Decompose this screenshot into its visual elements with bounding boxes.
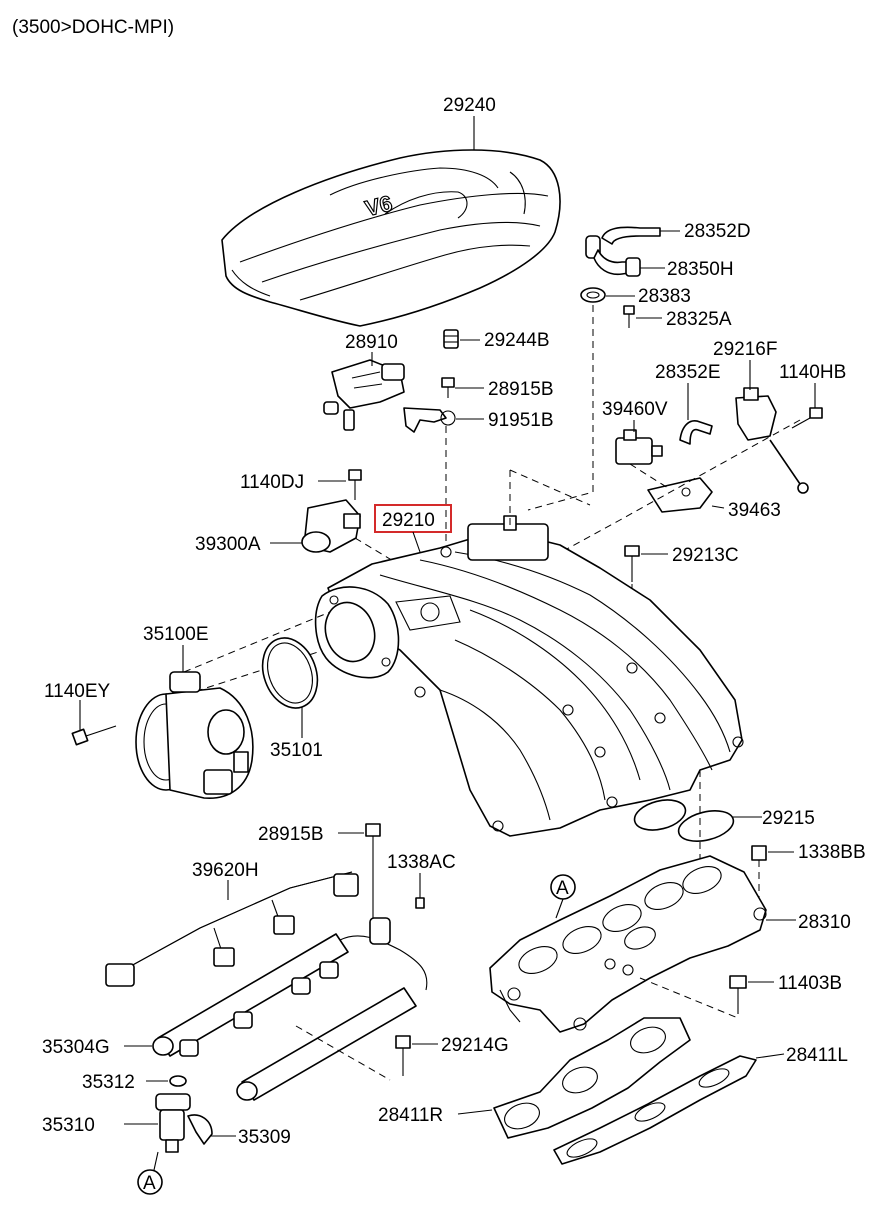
- lower-intake-manifold[interactable]: [489, 855, 767, 1033]
- bolt-29214G[interactable]: [395, 1035, 411, 1076]
- small-bolt[interactable]: [623, 305, 635, 328]
- label-35304G: 35304G: [42, 1037, 110, 1058]
- o-ring[interactable]: [169, 1075, 187, 1087]
- map-sensor[interactable]: [301, 499, 361, 553]
- bolt-1140DJ[interactable]: [348, 469, 362, 500]
- label-39620H: 39620H: [192, 860, 259, 881]
- pcv-hose[interactable]: [593, 249, 641, 277]
- label-29216F: 29216F: [713, 339, 777, 360]
- label-28910: 28910: [345, 332, 398, 353]
- injector-clip[interactable]: [187, 1114, 213, 1145]
- solenoid-bracket[interactable]: [403, 407, 456, 433]
- label-35309: 35309: [238, 1127, 291, 1148]
- purge-control-solenoid[interactable]: [323, 359, 405, 431]
- throttle-body[interactable]: [135, 671, 254, 799]
- lower-gasket-left[interactable]: [553, 1055, 757, 1165]
- label-28411L: 28411L: [786, 1045, 848, 1066]
- throttle-gasket[interactable]: [253, 630, 326, 715]
- label-35312: 35312: [82, 1072, 135, 1093]
- label-39463: 39463: [728, 500, 781, 521]
- throttle-flange[interactable]: [314, 586, 400, 679]
- label-28915B-low: 28915B: [258, 824, 324, 845]
- label-29214G: 29214G: [441, 1035, 509, 1056]
- hose-clamp[interactable]: [580, 287, 606, 303]
- bolt-29213C[interactable]: [624, 545, 640, 582]
- variable-intake-actuator[interactable]: [735, 387, 809, 494]
- label-91951B: 91951B: [488, 410, 554, 431]
- label-28352D: 28352D: [684, 221, 751, 242]
- engine-variant-header: (3500>DOHC-MPI): [12, 17, 174, 38]
- manifold-gasket[interactable]: [631, 795, 736, 846]
- reference-marker-a-bottom-label: A: [143, 1173, 156, 1194]
- label-28383: 28383: [638, 286, 691, 307]
- v6-badge: V6: [363, 190, 395, 221]
- label-29244B: 29244B: [484, 330, 550, 351]
- label-28325A: 28325A: [666, 309, 732, 330]
- label-29213C: 29213C: [672, 545, 739, 566]
- label-1140DJ: 1140DJ: [240, 472, 304, 493]
- label-39460V: 39460V: [602, 399, 668, 420]
- label-cover-29240: 29240: [443, 95, 496, 116]
- vacuum-hose-small[interactable]: [679, 420, 713, 445]
- engine-cover[interactable]: [221, 149, 561, 327]
- intake-manifold[interactable]: [327, 515, 744, 837]
- label-35100E: 35100E: [143, 624, 209, 645]
- label-29210[interactable]: 29210: [382, 510, 435, 531]
- label-11403B: 11403B: [778, 973, 842, 994]
- label-29215: 29215: [762, 808, 815, 829]
- label-35101: 35101: [270, 740, 323, 761]
- valve-bracket[interactable]: [647, 477, 713, 513]
- grommet[interactable]: [443, 329, 459, 349]
- label-28350H: 28350H: [667, 259, 734, 280]
- lower-gasket-right[interactable]: [493, 1017, 691, 1139]
- reference-marker-a-bottom: [137, 1169, 163, 1195]
- label-28915B-top: 28915B: [488, 379, 554, 400]
- bolt-11403B[interactable]: [729, 975, 747, 1014]
- label-1338BB: 1338BB: [798, 842, 866, 863]
- vacuum-solenoid-valve[interactable]: [615, 429, 663, 465]
- label-1338AC: 1338AC: [387, 852, 456, 873]
- bolt-1140HB[interactable]: [791, 407, 823, 429]
- label-1140HB: 1140HB: [779, 362, 846, 383]
- bolt-lower[interactable]: [365, 823, 381, 920]
- label-1140EY: 1140EY: [44, 681, 111, 702]
- label-28352E: 28352E: [655, 362, 721, 383]
- label-35310: 35310: [42, 1115, 95, 1136]
- fuel-rail[interactable]: [152, 917, 428, 1101]
- bolt-1140EY[interactable]: [71, 725, 117, 746]
- nut-1338BB[interactable]: [751, 845, 767, 861]
- bolt-top[interactable]: [441, 377, 455, 398]
- reference-marker-a-top-label: A: [556, 878, 569, 899]
- stud-1338AC[interactable]: [415, 897, 425, 909]
- injector-wiring-harness[interactable]: [105, 871, 359, 987]
- label-39300A: 39300A: [195, 534, 261, 555]
- label-28310: 28310: [798, 912, 851, 933]
- label-28411R: 28411R: [378, 1105, 443, 1126]
- fuel-injector[interactable]: [155, 1093, 191, 1153]
